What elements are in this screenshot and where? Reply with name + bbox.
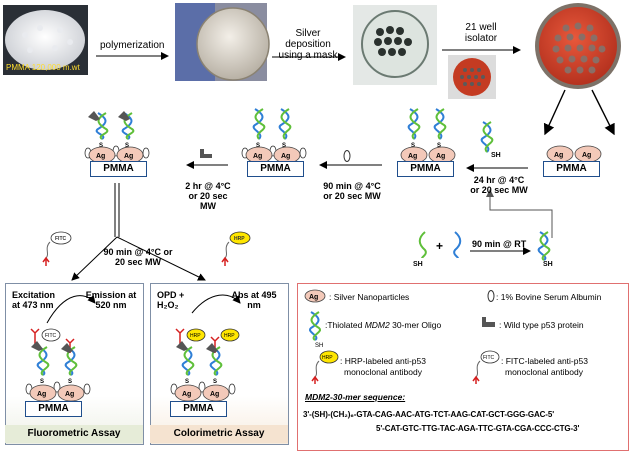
label-antibody-bind: 90 min @ 4°C or 20 sec MW	[103, 247, 173, 267]
hrp-antibody-legend-icon	[311, 350, 339, 384]
sequence-line-1: 3'-(SH)-(CH₂)₆-GTA-CAG-AAC-ATG-TCT-AAG-C…	[303, 410, 555, 419]
ag-text: Ag	[582, 152, 591, 159]
pmma-slide-4: PMMA	[90, 161, 147, 177]
pmma-slide-3: PMMA	[247, 161, 304, 177]
step-silver-deposition: Silver deposition using a mask	[278, 28, 338, 61]
legend-sh: SH	[315, 343, 324, 349]
svg-text:Ag: Ag	[253, 153, 262, 160]
legend-silver: : Silver Nanoparticles	[329, 292, 410, 302]
hrp-tag: HRP	[224, 333, 235, 339]
svg-text:S: S	[185, 379, 189, 385]
hrp-antibody-icon	[221, 231, 251, 266]
fitc-tag-1: FITC	[55, 236, 67, 242]
svg-text:S: S	[99, 143, 103, 149]
legend-oligo-suffix: 30-mer Oligo	[389, 320, 442, 330]
fitc-antibody-legend-icon	[472, 350, 500, 384]
step-isolator: 21 well isolator	[464, 22, 498, 44]
legend-hrp-2: monoclonal antibody	[344, 367, 422, 377]
fitc-legend-tag: FITC	[483, 355, 495, 361]
label-p53-bind: 2 hr @ 4°C or 20 sec MW	[185, 181, 231, 211]
bsa-legend-icon	[487, 290, 495, 302]
plus-sign: +	[436, 239, 444, 253]
svg-text:Ag: Ag	[436, 153, 445, 160]
pmma-slide-2: PMMA	[397, 161, 454, 177]
legend-hrp-1: : HRP-labeled anti-p53	[340, 356, 426, 366]
thiolated-oligo-icon	[480, 121, 494, 153]
svg-text:S: S	[282, 143, 286, 149]
svg-text:S: S	[68, 379, 72, 385]
svg-text:Ag: Ag	[408, 153, 417, 160]
emission-label: Emission at 520 nm	[85, 290, 137, 310]
slide-p53-bound: S S Ag Ag	[84, 111, 150, 164]
sh-label: SH	[491, 152, 501, 159]
colorimetric-assay-title: Colorimetric Assay	[150, 425, 288, 443]
oligo-legend-icon	[308, 311, 322, 341]
legend-fitc-2: monoclonal antibody	[505, 367, 583, 377]
oligo-strand-blue	[453, 231, 462, 259]
svg-text:Ag: Ag	[281, 153, 290, 160]
svg-text:Ag: Ag	[96, 153, 105, 160]
opd-label: OPD + H₂O₂	[157, 290, 185, 310]
p53-legend-icon	[482, 317, 495, 327]
label-thiol-attach: 24 hr @ 4°C or 20 sec MW	[470, 175, 528, 195]
bsa-icon	[343, 150, 351, 162]
svg-text:Ag: Ag	[65, 391, 74, 398]
oligo-strand-green	[418, 231, 427, 259]
svg-text:Ag: Ag	[124, 153, 133, 160]
fluorometric-panel	[5, 283, 144, 445]
sequence-title-gene: MDM2	[305, 392, 331, 402]
colorimetric-scene: HRP HRP S S Ag Ag	[170, 294, 241, 402]
label-hybridize: 90 min @ RT	[472, 239, 527, 249]
colorimetric-panel	[150, 283, 289, 445]
sequence-title: MDM2-30-mer sequence:	[305, 392, 405, 402]
legend-oligo: :Thiolated MDM2 30-mer Oligo	[325, 320, 441, 330]
svg-text:S: S	[125, 143, 129, 149]
legend-box	[297, 283, 629, 451]
hrp-tag-1: HRP	[234, 236, 245, 242]
fitc-antibody-icon	[42, 231, 72, 266]
p53-protein-icon	[200, 149, 212, 158]
legend-p53: : Wild type p53 protein	[499, 320, 584, 330]
abs-label: Abs at 495 nm	[231, 290, 277, 310]
svg-text:Ag: Ag	[309, 294, 318, 301]
legend-bsa: : 1% Bovine Serum Albumin	[496, 292, 602, 302]
legend-fitc-1: : FITC-labeled anti-p53	[501, 356, 588, 366]
svg-text:S: S	[256, 143, 260, 149]
hrp-tag: HRP	[190, 333, 201, 339]
hrp-legend-tag: HRP	[322, 355, 333, 361]
fitc-tag: FITC	[45, 333, 56, 339]
step-polymerization: polymerization	[100, 40, 165, 51]
pmma-slide-fluoro: PMMA	[25, 401, 82, 417]
arrow-feed-hybrid	[486, 189, 553, 238]
fluorometric-assay-title: Fluorometric Assay	[5, 425, 143, 443]
legend-oligo-prefix: :Thiolated	[325, 320, 365, 330]
pmma-photo-label: PMMA 120,000 m.wt	[6, 63, 80, 72]
pmma-slide-1: PMMA	[543, 161, 600, 177]
svg-text:S: S	[213, 379, 217, 385]
sequence-line-2: 5'-CAT-GTC-TTG-TAC-AGA-TTC-GTA-CGA-CCC-C…	[376, 424, 580, 433]
slide-oligo-bsa: S S Ag Ag	[241, 108, 307, 164]
svg-text:Ag: Ag	[37, 391, 46, 398]
legend-oligo-gene: MDM2	[364, 320, 390, 330]
svg-text:Ag: Ag	[182, 391, 191, 398]
excitation-label: Excitation at 473 nm	[12, 290, 56, 310]
pmma-slide-colori: PMMA	[170, 401, 227, 417]
sh-label-3: SH	[543, 261, 553, 268]
sequence-title-rest: -30-mer sequence:	[330, 392, 406, 402]
svg-text:S: S	[437, 143, 441, 149]
hybridized-duplex	[537, 231, 551, 261]
label-bsa-block: 90 min @ 4°C or 20 sec MW	[323, 181, 381, 201]
svg-text:S: S	[411, 143, 415, 149]
svg-text:Ag: Ag	[210, 391, 219, 398]
sh-label-2: SH	[413, 261, 423, 268]
svg-text:S: S	[40, 379, 44, 385]
slide-oligo-attached: S S Ag Ag	[400, 108, 456, 164]
ag-text: Ag	[554, 152, 563, 159]
silver-nanoparticle-icon: Ag	[304, 289, 326, 303]
